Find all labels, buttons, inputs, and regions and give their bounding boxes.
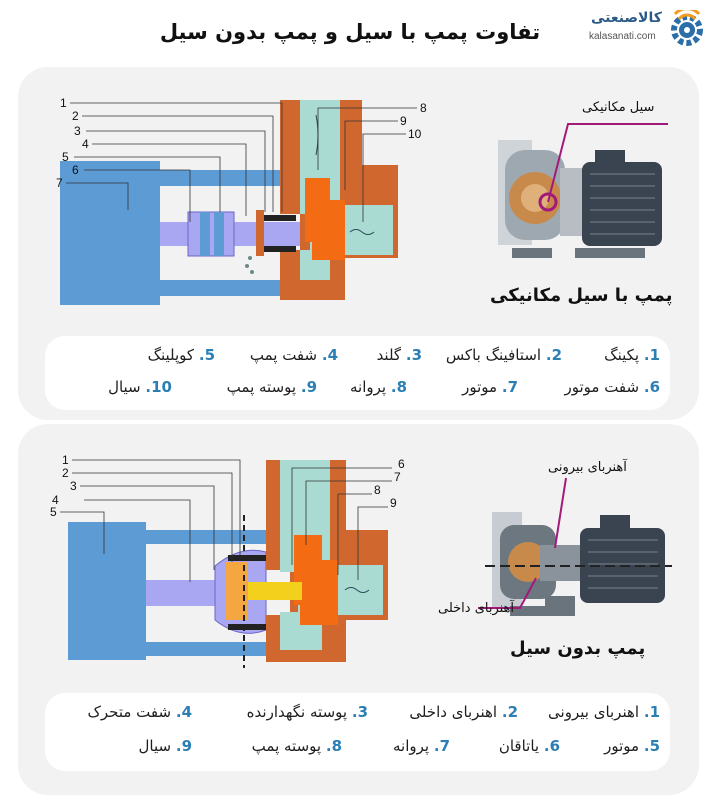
motor-shaft (146, 580, 218, 606)
motor-block (60, 161, 160, 305)
mechanical-seal-marker (538, 192, 558, 212)
legend-item: 2. استافینگ باکس (445, 346, 562, 364)
callout-5: 5 (62, 150, 69, 164)
legend-item: 3. گلند (376, 346, 422, 364)
drive-shaft (236, 582, 302, 600)
legend-item: 9. پوسته پمپ (226, 378, 317, 396)
callout-6: 6 (398, 457, 405, 471)
legend-item: 6. شفت موتور (564, 378, 660, 396)
motor-mount-bottom (160, 280, 280, 296)
gear-icon (671, 10, 703, 46)
sealless-pump-caption: پمپ بدون سیل (510, 638, 646, 659)
callout-10: 10 (408, 127, 422, 141)
callout-2: 2 (72, 109, 79, 123)
sealless-pump-legend: 1. اهنربای بیرونی 2. اهنربای داخلی 3. پو… (45, 693, 670, 771)
gland (256, 210, 264, 256)
seal-pump-photo (498, 123, 668, 258)
legend-item: 1. اهنربای بیرونی (548, 703, 660, 721)
legend-item: 6. یاتاقان (498, 737, 560, 755)
sealless-pump-photo (478, 477, 672, 616)
packing (262, 215, 296, 221)
legend-item: 8. پوسته پمپ (251, 737, 342, 755)
seal-pump-legend: 1. پکینگ 2. استافینگ باکس 3. گلند 4. شفت… (45, 336, 670, 410)
brand-name: کالاصنعتی (591, 10, 662, 26)
legend-item: 1. پکینگ (604, 346, 660, 364)
callout-4: 4 (52, 493, 59, 507)
impeller (305, 178, 345, 260)
brand-logo: کالاصنعتی kalasanati.com (585, 6, 710, 52)
legend-item: 10. سیال (108, 378, 172, 396)
callout-1: 1 (60, 96, 67, 110)
seal-pump-caption: پمپ با سیل مکانیکی (490, 285, 673, 306)
legend-item: 2. اهنربای داخلی (409, 703, 518, 721)
page-title: تفاوت پمپ با سیل و پمپ بدون سیل (159, 20, 541, 44)
callout-6: 6 (72, 163, 79, 177)
outer-magnet-label: آهنربای بیرونی (548, 460, 627, 475)
legend-item: 5. موتور (604, 737, 660, 755)
legend-item: 7. موتور (462, 378, 518, 396)
brand-site: kalasanati.com (589, 31, 656, 42)
callout-9: 9 (400, 114, 407, 128)
legend-item: 8. پروانه (349, 378, 407, 396)
callout-7: 7 (56, 176, 63, 190)
legend-item: 4. شفت متحرک (87, 703, 192, 721)
outer-magnet (228, 555, 266, 561)
callout-5: 5 (50, 505, 57, 519)
callout-3: 3 (70, 479, 77, 493)
legend-item: 9. سیال (138, 737, 193, 755)
callout-8: 8 (374, 483, 381, 497)
coupling (187, 211, 235, 257)
inner-magnet (226, 562, 248, 620)
callout-3: 3 (74, 124, 81, 138)
callout-9: 9 (390, 496, 397, 510)
legend-item: 5. کوپلینگ (147, 346, 215, 364)
inner-magnet-label: آهنربای داخلی (438, 601, 515, 616)
mechanical-seal-label: سیل مکانیکی (582, 100, 655, 115)
callout-7: 7 (394, 470, 401, 484)
impeller (294, 535, 338, 625)
callout-2: 2 (62, 466, 69, 480)
callout-1: 1 (62, 453, 69, 467)
callout-8: 8 (420, 101, 427, 115)
legend-item: 4. شفت پمپ (249, 346, 338, 364)
callout-4: 4 (82, 137, 89, 151)
motor-block (68, 522, 146, 660)
legend-item: 7. پروانه (392, 737, 450, 755)
legend-item: 3. پوسته نگهدارنده (246, 703, 368, 721)
